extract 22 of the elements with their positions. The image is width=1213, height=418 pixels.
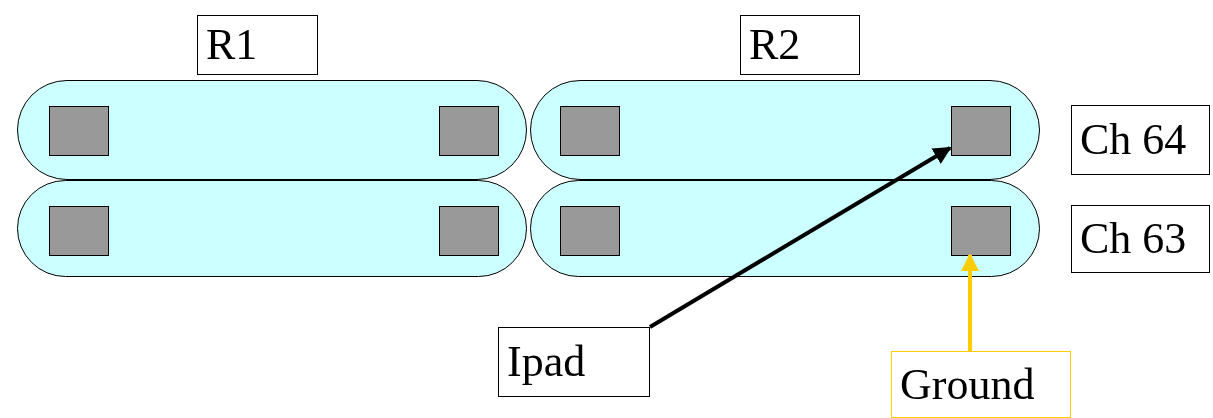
label-text: Ch 64	[1080, 118, 1187, 162]
label-box	[498, 327, 650, 397]
pad-square	[439, 206, 499, 256]
pad-square	[951, 206, 1011, 256]
arrow	[961, 253, 979, 351]
label-text: Ground	[900, 362, 1035, 407]
label-box	[1071, 105, 1210, 175]
label-box	[1071, 205, 1210, 273]
label-text: Ipad	[507, 340, 586, 384]
pad-square	[560, 106, 620, 156]
arrow	[648, 146, 952, 329]
label-text: Ch 63	[1080, 217, 1187, 261]
label-box	[197, 15, 318, 75]
label-text: R2	[749, 23, 801, 67]
pad-square	[439, 106, 499, 156]
label-box	[740, 15, 860, 75]
pad-square	[560, 206, 620, 256]
pad-square	[951, 106, 1011, 156]
label-box	[891, 351, 1071, 418]
label-text: R1	[206, 23, 258, 67]
pad-square	[49, 106, 109, 156]
pad-square	[49, 206, 109, 256]
